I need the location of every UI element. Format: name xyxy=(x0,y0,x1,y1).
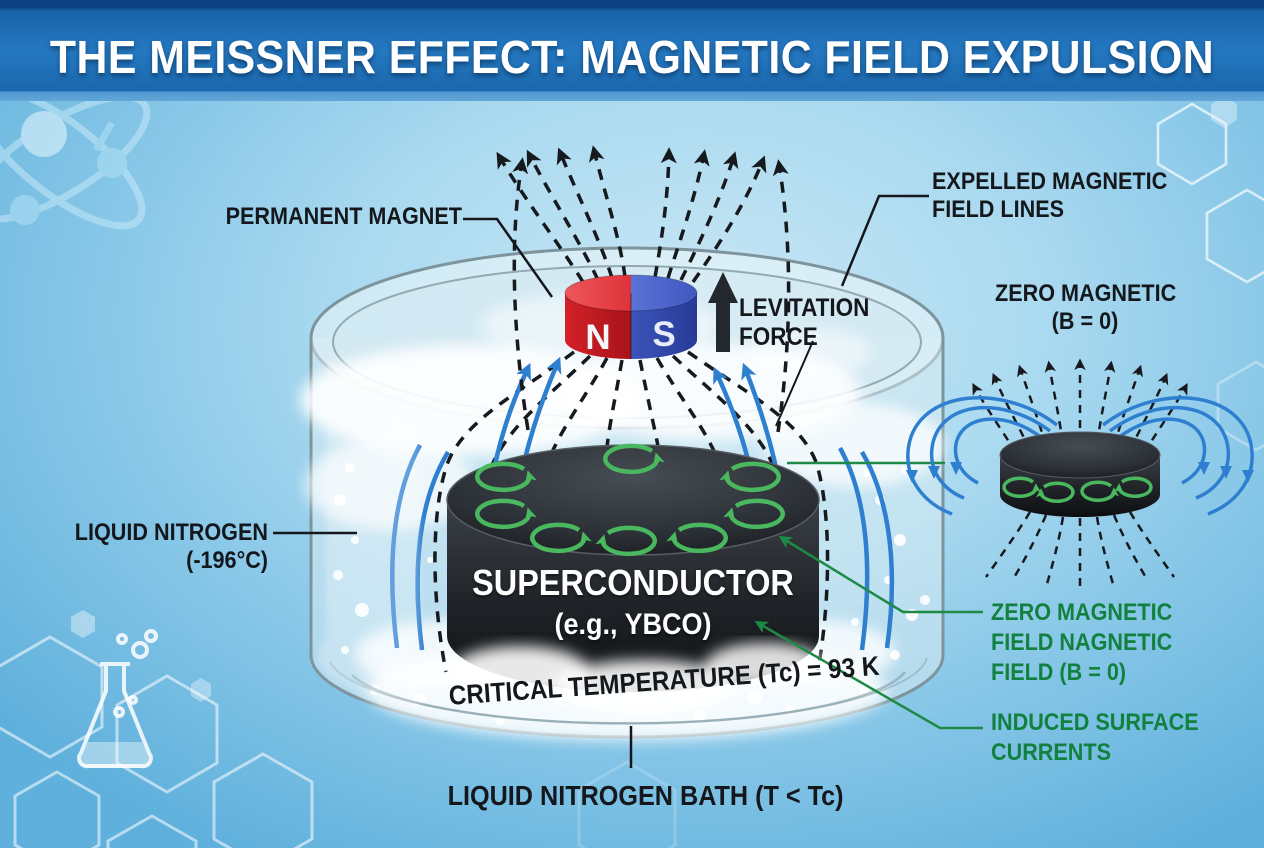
inset-field-lines-down xyxy=(984,511,1176,588)
levitation-force-arrow xyxy=(708,272,738,352)
superconductor-material: (e.g., YBCO) xyxy=(554,607,712,641)
zero-field-label: ZERO MAGNETIC FIELD NAGNETIC FIELD (B = … xyxy=(991,598,1172,687)
zero-magnetic-title: ZERO MAGNETIC xyxy=(995,280,1177,307)
expelled-label-line2: FIELD LINES xyxy=(932,195,1065,223)
liquid-nitrogen-label: LIQUID NITROGEN (-196°C) xyxy=(63,519,268,575)
magnet-north-label: N xyxy=(585,318,610,357)
zero-magnetic-formula: (B = 0) xyxy=(1051,307,1119,335)
zero-field-line3: FIELD (B = 0) xyxy=(991,658,1127,686)
levitation-force-label: LEVITATION FORCE xyxy=(739,294,869,352)
title-banner: THE MEISSNER EFFECT: MAGNETIC FIELD EXPU… xyxy=(0,0,1264,101)
inset-current-loops xyxy=(1002,476,1153,503)
superconductor-label: SUPERCONDUCTOR (e.g., YBCO) xyxy=(462,562,804,643)
leader-lines xyxy=(273,194,929,768)
induced-currents-line2: CURRENTS xyxy=(991,738,1112,766)
inset-diagram xyxy=(906,358,1254,588)
inset-superconductor-disc xyxy=(999,431,1161,517)
liquid-nitrogen-line1: LIQUID NITROGEN xyxy=(74,519,268,546)
glass-sheen xyxy=(318,360,420,712)
levitation-label-line2: FORCE xyxy=(739,323,818,351)
liquid-nitrogen-line2: (-196°C) xyxy=(186,546,268,574)
flask-icon xyxy=(77,629,158,769)
decoration-atom-icon xyxy=(0,86,151,230)
superconductor-name: SUPERCONDUCTOR xyxy=(472,562,794,603)
decoration-hexagons-top-right xyxy=(1156,96,1264,452)
inset-blue-arrowheads xyxy=(906,462,1254,483)
induced-currents-label: INDUCED SURFACE CURRENTS xyxy=(991,708,1199,768)
superconductor-base-fog xyxy=(450,643,825,716)
green-leader-lines xyxy=(754,461,983,730)
zero-magnetic-inset-label: ZERO MAGNETIC (B = 0) xyxy=(995,280,1177,336)
levitation-label-line1: LEVITATION xyxy=(739,294,870,322)
expelled-label-line1: EXPELLED MAGNETIC xyxy=(932,168,1168,195)
nitrogen-bath-label: LIQUID NITROGEN BATH (T < Tc) xyxy=(447,780,844,811)
induced-currents-line1: INDUCED SURFACE xyxy=(991,709,1199,736)
magnet-south-label: S xyxy=(652,315,675,354)
zero-field-line2: FIELD NAGNETIC xyxy=(991,628,1173,656)
permanent-magnet-label: PERMANENT MAGNET xyxy=(225,203,462,230)
expelled-field-lines-label: EXPELLED MAGNETIC FIELD LINES xyxy=(932,168,1167,224)
decoration-hexagons-bottom-left xyxy=(0,610,677,848)
zero-field-line1: ZERO MAGNETIC xyxy=(991,599,1173,626)
induced-current-loops xyxy=(475,443,785,557)
field-lines-upper xyxy=(496,145,791,433)
page-title: THE MEISSNER EFFECT: MAGNETIC FIELD EXPU… xyxy=(49,31,1215,83)
permanent-magnet-disc: N S xyxy=(564,274,698,359)
